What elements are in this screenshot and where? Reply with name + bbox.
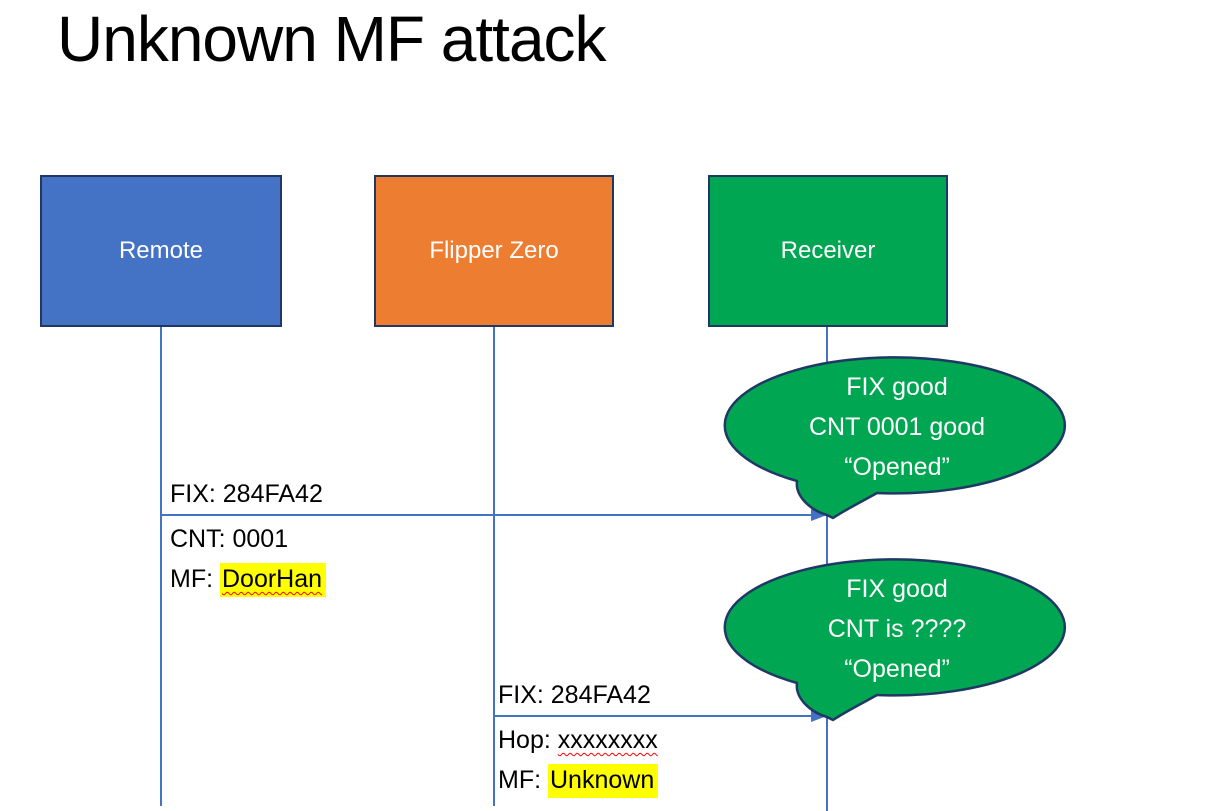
- callout2-text: FIX good CNT is ???? “Opened”: [727, 569, 1067, 689]
- actor-label-flipper-zero: Flipper Zero: [429, 237, 559, 264]
- message2-fix-label: FIX: 284FA42: [498, 681, 651, 709]
- message1-detail-lines: CNT: 0001 MF: DoorHan: [170, 519, 327, 599]
- message1-cnt-line: CNT: 0001: [170, 525, 289, 553]
- callout1-line3: “Opened”: [844, 453, 950, 481]
- message2-mf-line: MF: Unknown: [498, 760, 659, 800]
- callout2-line3: “Opened”: [844, 655, 950, 683]
- actor-box-flipper-zero: Flipper Zero: [374, 175, 614, 327]
- speech-bubble-shape: [723, 356, 1066, 520]
- callout1-text: FIX good CNT 0001 good “Opened”: [727, 367, 1067, 487]
- actor-box-remote: Remote: [40, 175, 282, 327]
- actor-label-remote: Remote: [118, 237, 204, 264]
- callout-bubble-2: [723, 558, 1066, 722]
- message2-hop-prefix: Hop:: [498, 726, 558, 754]
- actor-box-receiver: Receiver: [708, 175, 948, 327]
- callout2-line1: FIX good: [846, 575, 948, 603]
- message1-mf-prefix: MF:: [170, 565, 220, 593]
- message1-mf-value-highlighted: DoorHan: [220, 563, 327, 597]
- callout2-line2: CNT is ????: [827, 615, 967, 643]
- message1-mf-line: MF: DoorHan: [170, 559, 327, 599]
- message2-hop-value-misspelled: xxxxxxxx: [557, 726, 658, 754]
- message2-mf-prefix: MF:: [498, 766, 548, 794]
- message1-arrow-line: [161, 514, 812, 516]
- slide-title: Unknown MF attack: [57, 3, 607, 75]
- callout1-line2: CNT 0001 good: [808, 413, 986, 441]
- message2-detail-lines: Hop: xxxxxxxx MF: Unknown: [498, 720, 659, 800]
- callout-bubble-1: [723, 356, 1066, 520]
- actor-label-receiver: Receiver: [780, 237, 876, 264]
- message1-fix-label: FIX: 284FA42: [170, 480, 323, 508]
- message2-mf-value-highlighted: Unknown: [548, 764, 659, 798]
- speech-bubble-shape: [723, 558, 1066, 722]
- lifeline-remote: [160, 327, 162, 806]
- callout1-line1: FIX good: [846, 373, 948, 401]
- message2-hop-line: Hop: xxxxxxxx: [498, 720, 658, 760]
- lifeline-flipper-zero: [493, 327, 495, 806]
- message2-arrow-line: [494, 715, 812, 717]
